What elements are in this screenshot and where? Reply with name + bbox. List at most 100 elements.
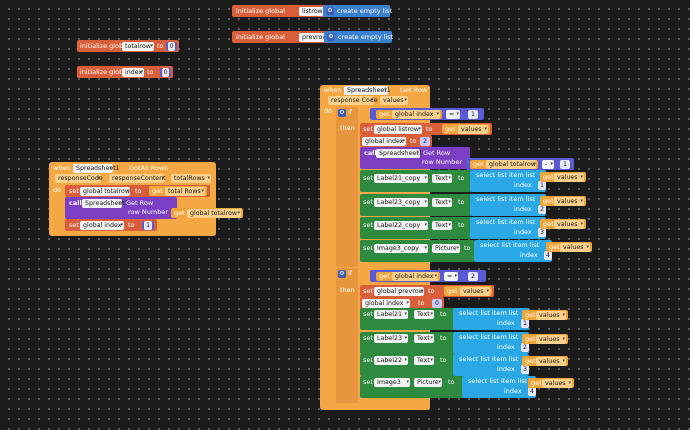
property-dropdown[interactable]: Text [432,221,452,230]
set-prevrow-block[interactable]: set global prevrow to get values [360,285,494,297]
select-list-item[interactable]: select list item list index 1 [453,308,529,330]
var-global-totalrow[interactable]: global totalrow [187,208,241,218]
subtract-block[interactable]: get global totalrow - 1 [466,158,574,170]
param-values[interactable]: values [380,96,408,105]
gear-icon[interactable]: ⚙ [338,109,346,117]
number-value[interactable]: 0 [162,67,169,77]
select-list-item[interactable]: select list item list index 3 [470,217,546,239]
set-label22-copy[interactable]: set Label22_copy Text to [360,217,472,239]
gear-icon[interactable]: ⚙ [327,33,335,41]
get-values[interactable]: get values [522,334,568,344]
number-value[interactable]: 3 [538,228,546,237]
get-total-rows-block[interactable]: get total Rows [149,186,207,196]
set-label22[interactable]: set Label22 Text to [360,354,458,376]
get-values[interactable]: get values [540,172,586,182]
number-block[interactable]: 0 [166,41,177,51]
var-global-index[interactable]: global index [362,298,410,308]
gear-icon[interactable]: ⚙ [338,270,346,278]
var-values[interactable]: values [542,378,572,388]
operator-dropdown[interactable]: = [444,271,458,281]
get-global-index[interactable]: get global index [376,109,442,119]
if-block-2[interactable]: ⚙ if then [336,268,358,403]
get-values[interactable]: get values [522,310,568,320]
call-get-row-block[interactable]: call Spreadsheet1 Get Row row Number [65,197,177,219]
get-values[interactable]: get values [540,196,586,206]
var-global-index[interactable]: global index [80,220,124,230]
get-global-totalrow[interactable]: get global totalrow [470,159,538,169]
number-block[interactable]: 0 [160,67,171,77]
get-values[interactable]: get values [444,286,492,296]
var-global-index[interactable]: global index [362,136,406,146]
create-empty-list-block[interactable]: ⚙ create empty list [324,31,393,43]
var-global-index[interactable]: global index [392,109,440,119]
select-list-item[interactable]: select list item list index 1 [470,170,546,192]
component-dropdown[interactable]: Label23 [374,334,408,343]
var-index[interactable]: index [122,67,144,77]
var-values[interactable]: values [460,286,490,296]
set-listrow-block[interactable]: set global listrow to get values [360,123,492,135]
component-dropdown[interactable]: Label22 [374,356,408,365]
component-dropdown[interactable]: Spreadsheet1 [73,164,120,173]
var-global-index[interactable]: global index [392,271,438,281]
param-response-code[interactable]: responseCode [55,174,103,183]
component-dropdown[interactable]: Label21_copy [374,174,428,183]
create-empty-list-block[interactable]: ⚙ create empty list [323,5,392,17]
number-value[interactable]: 4 [544,251,552,260]
get-values[interactable]: get values [528,378,574,388]
gear-icon[interactable]: ⚙ [326,7,334,15]
number-value[interactable]: 1 [560,159,570,169]
set-totalrow-block[interactable]: set global totalrow to get total Rows [65,185,210,197]
var-global-listrow[interactable]: global listrow [374,124,422,134]
get-values[interactable]: get values [546,242,592,252]
var-values[interactable]: values [554,219,584,229]
var-values[interactable]: values [458,124,488,134]
select-list-item[interactable]: select list item list index 4 [462,376,536,398]
var-values[interactable]: values [536,356,566,366]
operator-dropdown[interactable]: = [446,109,460,119]
param-total-rows[interactable]: totalRows [171,174,211,183]
var-values[interactable]: values [554,172,584,182]
number-value[interactable]: 3 [521,365,529,374]
var-values[interactable]: values [560,242,590,252]
component-dropdown[interactable]: Label23_copy [374,198,428,207]
number-value[interactable]: 1 [144,220,152,230]
set-label23[interactable]: set Label23 Text to [360,332,458,354]
set-label23-copy[interactable]: set Label23_copy Text to [360,194,472,216]
number-value[interactable]: 2 [521,343,529,352]
init-totalrow-block[interactable]: initialize global totalrow to 0 [77,40,179,52]
set-label21-copy[interactable]: set Label21_copy Text to [360,170,472,192]
property-dropdown[interactable]: Picture [414,378,442,387]
compare-block[interactable]: get global index = 1 [370,108,484,120]
set-index-block[interactable]: set global index to 0 [360,297,444,309]
get-totalrow-block[interactable]: get global totalrow [171,208,243,218]
if-block-1[interactable]: ⚙ if then [336,107,358,267]
number-value[interactable]: 2 [420,136,430,146]
number-value[interactable]: 0 [168,41,175,51]
component-dropdown[interactable]: Spreadsheet1 [344,86,391,95]
call-get-row-block[interactable]: call Spreadsheet1 Get Row row Number [360,147,470,169]
number-value[interactable]: 4 [528,387,536,396]
component-dropdown[interactable]: Spreadsheet1 [82,198,129,208]
number-value[interactable]: 2 [468,271,478,281]
var-global-totalrow[interactable]: global totalrow [486,159,536,169]
var-total-rows[interactable]: total Rows [165,186,205,196]
get-global-index[interactable]: get global index [376,271,440,281]
var-totalrow[interactable]: totalrow [122,41,154,51]
number-value[interactable]: 1 [538,181,546,190]
property-dropdown[interactable]: Text [432,198,452,207]
select-list-item[interactable]: select list item list index 2 [470,194,546,216]
var-values[interactable]: values [536,310,566,320]
get-values[interactable]: get values [540,219,586,229]
operator-dropdown[interactable]: - [542,159,554,169]
property-dropdown[interactable]: Text [432,174,452,183]
number-value[interactable]: 2 [538,205,546,214]
property-dropdown[interactable]: Picture [432,244,460,253]
select-list-item[interactable]: select list item list index 4 [474,240,552,262]
param-response-code[interactable]: response Code [328,96,378,105]
var-values[interactable]: values [536,334,566,344]
set-image3[interactable]: set Image3 Picture to [360,376,466,398]
property-dropdown[interactable]: Text [414,334,434,343]
compare-block[interactable]: get global index = 2 [370,270,486,282]
select-list-item[interactable]: select list item list index 2 [453,332,529,354]
property-dropdown[interactable]: Text [414,356,434,365]
